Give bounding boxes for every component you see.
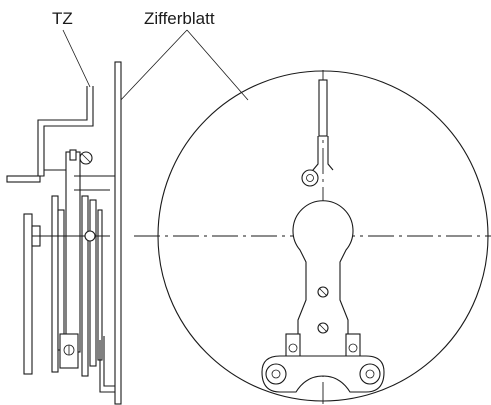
pin xyxy=(6,175,41,183)
base-plate xyxy=(261,355,385,393)
small-screw xyxy=(301,169,319,187)
side-view xyxy=(6,61,122,405)
leader-zifferblatt-right xyxy=(186,29,249,101)
label-tz: TZ xyxy=(52,9,73,28)
pivot-bracket xyxy=(292,200,354,359)
axle-nut xyxy=(84,230,96,242)
mount-hole-left xyxy=(265,363,287,385)
leader-zifferblatt-left xyxy=(117,29,188,104)
leader-lines xyxy=(62,29,249,104)
tz-bracket-inner xyxy=(37,86,88,182)
dial-plate-edge xyxy=(114,61,122,405)
lower-bracket xyxy=(99,340,115,393)
movement-frame xyxy=(65,151,81,353)
tz-bracket xyxy=(40,86,94,177)
plate-3 xyxy=(81,195,89,377)
gear-left xyxy=(23,213,33,375)
leader-tz xyxy=(62,29,91,88)
plate-1 xyxy=(51,195,59,373)
hand-tip xyxy=(318,79,328,137)
plate-4 xyxy=(89,199,97,367)
plate-2 xyxy=(57,209,65,351)
plate-5 xyxy=(97,209,103,361)
label-zifferblatt: Zifferblatt xyxy=(144,9,215,28)
front-view xyxy=(134,70,491,404)
mount-hole-right xyxy=(359,363,381,385)
